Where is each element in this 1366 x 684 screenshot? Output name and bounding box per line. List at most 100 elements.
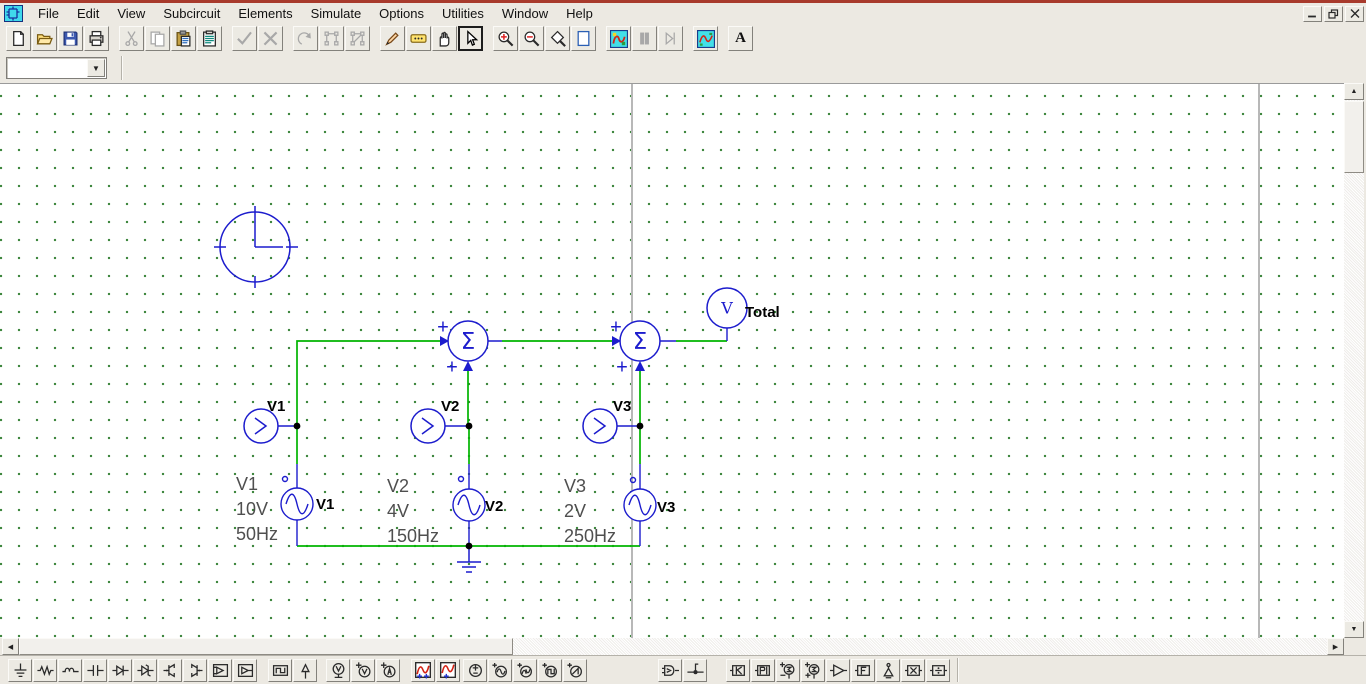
scroll-down-button[interactable]: ▼	[1344, 621, 1364, 638]
param-name: V1	[236, 472, 278, 497]
gain-block-button[interactable]	[726, 659, 750, 682]
zener-diode-button[interactable]	[133, 659, 157, 682]
restore-button[interactable]	[1324, 6, 1343, 22]
menu-elements[interactable]: Elements	[229, 4, 301, 23]
ac-source-button[interactable]	[488, 659, 512, 682]
divider-button[interactable]	[926, 659, 950, 682]
schematic-canvas[interactable]: Σ Σ + + + + V Total V1 V2 V3 V1 V2 V3 V1…	[0, 83, 1344, 638]
dc-source-button[interactable]	[463, 659, 487, 682]
horizontal-scrollbar[interactable]: ◀ ▶	[0, 638, 1352, 655]
scroll-left-button[interactable]: ◀	[2, 638, 19, 655]
view-graph-button[interactable]	[693, 26, 718, 51]
vscroll-thumb[interactable]	[1344, 101, 1364, 173]
select-button[interactable]	[458, 26, 483, 51]
ground-button[interactable]	[8, 659, 32, 682]
menu-utilities[interactable]: Utilities	[433, 4, 493, 23]
source-v2-parameters[interactable]: V2 4V 150Hz	[387, 474, 439, 549]
multiplier-button[interactable]	[901, 659, 925, 682]
inductor-button[interactable]	[58, 659, 82, 682]
probe-v2[interactable]	[411, 409, 445, 443]
probe-v1-label[interactable]: V1	[267, 398, 285, 415]
scope-button[interactable]	[411, 659, 435, 682]
menu-edit[interactable]: Edit	[68, 4, 108, 23]
open-button[interactable]	[32, 26, 57, 51]
zoom-page-button[interactable]	[571, 26, 596, 51]
ac-source-phase-button[interactable]	[513, 659, 537, 682]
ramp-source-button[interactable]	[563, 659, 587, 682]
pi-block-button[interactable]	[751, 659, 775, 682]
print-button[interactable]	[84, 26, 109, 51]
save-button[interactable]	[58, 26, 83, 51]
current-probe-button[interactable]	[376, 659, 400, 682]
close-button[interactable]	[1345, 6, 1364, 22]
vscroll-track[interactable]	[1344, 100, 1364, 621]
menu-file[interactable]: File	[29, 4, 68, 23]
resistor-button[interactable]	[33, 659, 57, 682]
diode-button[interactable]	[108, 659, 132, 682]
logic-gate-button[interactable]	[658, 659, 682, 682]
combobox-input[interactable]	[9, 59, 87, 77]
paste-button[interactable]	[171, 26, 196, 51]
probe-v3-label[interactable]: V3	[613, 398, 631, 415]
vertical-scrollbar[interactable]: ▲ ▼	[1344, 83, 1364, 638]
undo-button[interactable]	[293, 26, 318, 51]
ic-amp-2-button[interactable]	[233, 659, 257, 682]
scope-xy-button[interactable]	[436, 659, 460, 682]
cancel-x-button[interactable]	[258, 26, 283, 51]
function-block-button[interactable]	[851, 659, 875, 682]
pulse-generator-button[interactable]	[268, 659, 292, 682]
menu-subcircuit[interactable]: Subcircuit	[154, 4, 229, 23]
menu-options[interactable]: Options	[370, 4, 433, 23]
voltage-probe-button[interactable]	[351, 659, 375, 682]
paste-netlist-button[interactable]	[197, 26, 222, 51]
menu-simulate[interactable]: Simulate	[302, 4, 371, 23]
node-probe-button[interactable]	[683, 659, 707, 682]
voltmeter-probe-button[interactable]	[326, 659, 350, 682]
analog-clock[interactable]	[214, 206, 298, 288]
antenna-button[interactable]	[876, 659, 900, 682]
square-source-button[interactable]	[538, 659, 562, 682]
text-tool-button[interactable]: A	[728, 26, 753, 51]
probe-v2-label[interactable]: V2	[441, 398, 459, 415]
new-button[interactable]	[6, 26, 31, 51]
toolbar-combobox[interactable]: ▼	[6, 57, 107, 79]
source-v1-parameters[interactable]: V1 10V 50Hz	[236, 472, 278, 547]
amplifier-button[interactable]	[826, 659, 850, 682]
place-label-button[interactable]	[406, 26, 431, 51]
draw-wire-button[interactable]	[380, 26, 405, 51]
copy-button[interactable]	[145, 26, 170, 51]
source-v1-label[interactable]: V1	[316, 496, 334, 513]
capacitor-button[interactable]	[83, 659, 107, 682]
renumber-nodes-alt-button[interactable]	[345, 26, 370, 51]
zoom-area-button[interactable]	[545, 26, 570, 51]
apply-check-button[interactable]	[232, 26, 257, 51]
zoom-out-button[interactable]	[519, 26, 544, 51]
source-v3-label[interactable]: V3	[657, 499, 675, 516]
scroll-up-button[interactable]: ▲	[1344, 83, 1364, 100]
source-v2-label[interactable]: V2	[485, 498, 503, 515]
combobox-dropdown-button[interactable]: ▼	[87, 59, 105, 77]
cut-button[interactable]	[119, 26, 144, 51]
minimize-button[interactable]	[1303, 6, 1322, 22]
current-source-button[interactable]	[293, 659, 317, 682]
menu-view[interactable]: View	[108, 4, 154, 23]
source-v3-parameters[interactable]: V3 2V 250Hz	[564, 474, 616, 549]
ground-symbol[interactable]	[457, 546, 481, 572]
step-simulation-button[interactable]	[658, 26, 683, 51]
summer-plus-button[interactable]	[801, 659, 825, 682]
summer-minus-button[interactable]	[776, 659, 800, 682]
menu-window[interactable]: Window	[493, 4, 557, 23]
jfet-n-button[interactable]	[158, 659, 182, 682]
hscroll-thumb[interactable]	[19, 638, 513, 655]
ic-amp-button[interactable]	[208, 659, 232, 682]
jfet-p-button[interactable]	[183, 659, 207, 682]
scroll-right-button[interactable]: ▶	[1327, 638, 1344, 655]
pause-simulation-button[interactable]	[632, 26, 657, 51]
probe-v3[interactable]	[583, 409, 617, 443]
renumber-nodes-button[interactable]	[319, 26, 344, 51]
run-simulation-button[interactable]	[606, 26, 631, 51]
menu-help[interactable]: Help	[557, 4, 602, 23]
pan-button[interactable]	[432, 26, 457, 51]
zoom-in-button[interactable]	[493, 26, 518, 51]
voltmeter-label[interactable]: Total	[745, 304, 780, 321]
